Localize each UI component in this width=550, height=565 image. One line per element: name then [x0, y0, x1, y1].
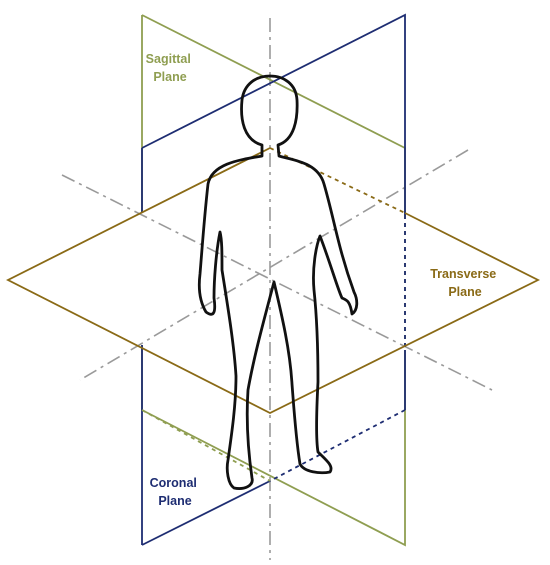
coronal-plane: [141, 13, 406, 546]
transverse-plane-outline: [6, 147, 541, 415]
plane-labels: Sagittal Plane Transverse Plane Coronal …: [146, 52, 500, 508]
sagittal-plane-label-line-2: Plane: [153, 70, 186, 84]
coronal-plane-hidden-edge: [269, 215, 406, 482]
axis-lines: [61, 18, 493, 560]
coronal-plane-lower-edge: [141, 480, 271, 546]
coronal-plane-outline: [141, 13, 406, 545]
human-figure: [197, 74, 359, 490]
sagittal-plane-label-line-1: Sagittal: [146, 52, 191, 66]
diagonal-axis-right-to-left: [79, 149, 469, 381]
coronal-plane-label: Coronal Plane: [150, 476, 201, 508]
transverse-plane-label-line-1: Transverse: [430, 267, 496, 281]
sagittal-transverse-hidden-intersection: [141, 409, 271, 482]
transverse-plane: [6, 147, 541, 482]
coronal-plane-label-line-1: Coronal: [150, 476, 197, 490]
human-outline: [197, 74, 359, 490]
transverse-plane-label: Transverse Plane: [430, 267, 500, 299]
diagonal-axis-left-to-right: [61, 174, 493, 391]
coronal-plane-label-line-2: Plane: [158, 494, 191, 508]
sagittal-plane-label: Sagittal Plane: [146, 52, 195, 84]
transverse-plane-label-line-2: Plane: [448, 285, 481, 299]
